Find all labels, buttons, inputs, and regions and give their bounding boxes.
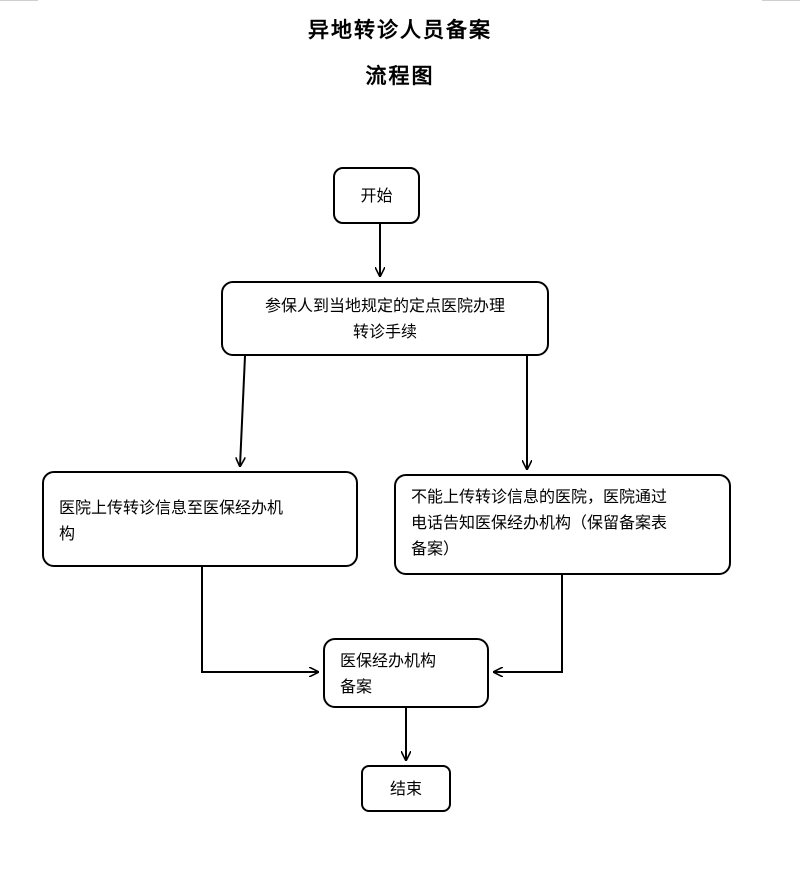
end-node-label: 结束: [389, 778, 422, 798]
phone-notify-line-3: 备案）: [411, 539, 460, 558]
hospital-upload-line-2: 构: [59, 524, 76, 543]
page-subtitle: 流程图: [365, 63, 435, 88]
hospital-upload-line-1: 医院上传转诊信息至医保经办机: [59, 498, 284, 517]
phone-notify-line-1: 不能上传转诊信息的医院，医院通过: [411, 487, 668, 506]
submit-referral-line-1: 参保人到当地规定的定点医院办理: [264, 296, 505, 315]
start-node-label: 开始: [360, 185, 393, 205]
agency-record-line-1: 医保经办机构: [340, 651, 437, 670]
submit-referral-line-2: 转诊手续: [352, 322, 417, 341]
top-right-margin-mark: [762, 0, 800, 1]
start-node: 开始: [333, 167, 420, 224]
arrow-submit-to-upload: [240, 355, 246, 466]
top-left-margin-mark: [0, 0, 38, 1]
agency-record-node: 医保经办机构 备案: [323, 638, 489, 708]
end-node: 结束: [361, 765, 451, 812]
hospital-upload-node: 医院上传转诊信息至医保经办机 构: [42, 471, 358, 567]
submit-referral-node: 参保人到当地规定的定点医院办理 转诊手续: [221, 281, 549, 356]
phone-notify-node: 不能上传转诊信息的医院，医院通过 电话告知医保经办机构（保留备案表 备案）: [394, 474, 731, 575]
page-title: 异地转诊人员备案: [308, 17, 492, 42]
agency-record-line-2: 备案: [340, 677, 373, 696]
arrow-phone-to-record: [494, 575, 563, 672]
phone-notify-line-2: 电话告知医保经办机构（保留备案表: [411, 513, 668, 532]
arrow-upload-to-record: [201, 567, 318, 672]
